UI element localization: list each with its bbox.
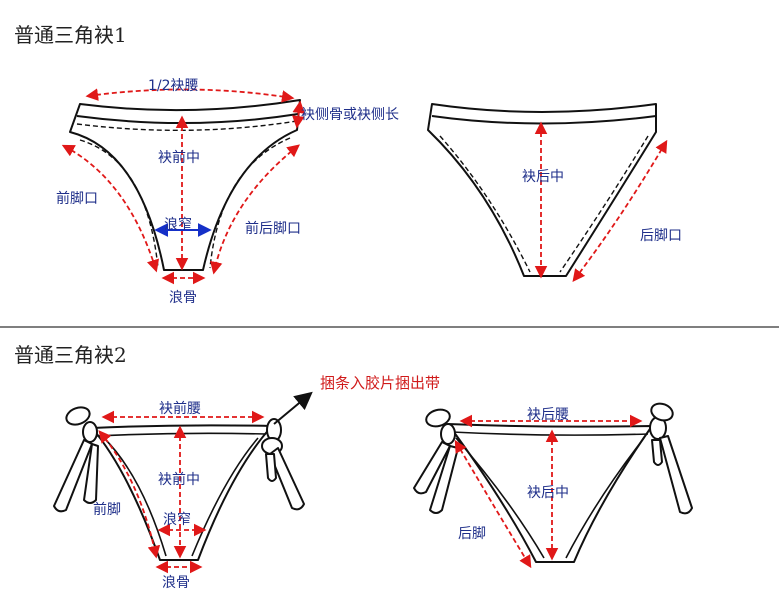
front-leg-line-2 (98, 430, 161, 559)
label-front-center-2: 袂前中 (158, 471, 200, 488)
label-crotch-width-2: 浪窄 (163, 511, 191, 528)
tie-note-pointer (273, 391, 313, 425)
tie-right-back (649, 402, 693, 515)
side-seam-line (292, 100, 305, 129)
label-front-leg-2: 前脚 (93, 501, 121, 518)
half-waist-line (85, 88, 295, 103)
label-crotch-seam: 浪骨 (169, 290, 197, 306)
back-leg-line (572, 139, 668, 282)
back-leg-line-2 (454, 439, 532, 569)
label-front-back-leg: 前后脚口 (245, 220, 301, 237)
section2-title: 普通三角袂2 (14, 343, 127, 367)
tie-right-front (261, 418, 305, 511)
label-crotch-width: 浪窄 (164, 216, 192, 233)
front-leg-line (61, 144, 160, 273)
tie-left-back (413, 408, 459, 514)
brief1-front (69, 99, 301, 271)
label-side-seam: 袂侧骨或袂侧长 (301, 107, 399, 123)
front-back-leg-line (210, 144, 300, 275)
section1-title: 普通三角袂1 (14, 23, 127, 47)
label-front-waist: 袂前腰 (159, 400, 201, 417)
label-front-leg: 前脚口 (56, 190, 98, 207)
label-back-leg-2: 后脚 (458, 526, 486, 542)
label-back-waist: 袂后腰 (527, 407, 569, 423)
label-tie-note: 捆条入胶片捆出带 (320, 374, 440, 392)
label-back-center-2: 袂后中 (527, 485, 569, 501)
bikini-front (91, 424, 273, 561)
label-back-center: 袂后中 (522, 169, 564, 185)
label-back-leg: 后脚口 (640, 228, 682, 244)
label-crotch-seam-2: 浪骨 (162, 575, 190, 591)
label-front-center: 袂前中 (158, 149, 200, 166)
brief1-back (427, 103, 657, 277)
tie-left-front (53, 406, 99, 513)
label-half-waist: 1/2袂腰 (148, 78, 199, 94)
